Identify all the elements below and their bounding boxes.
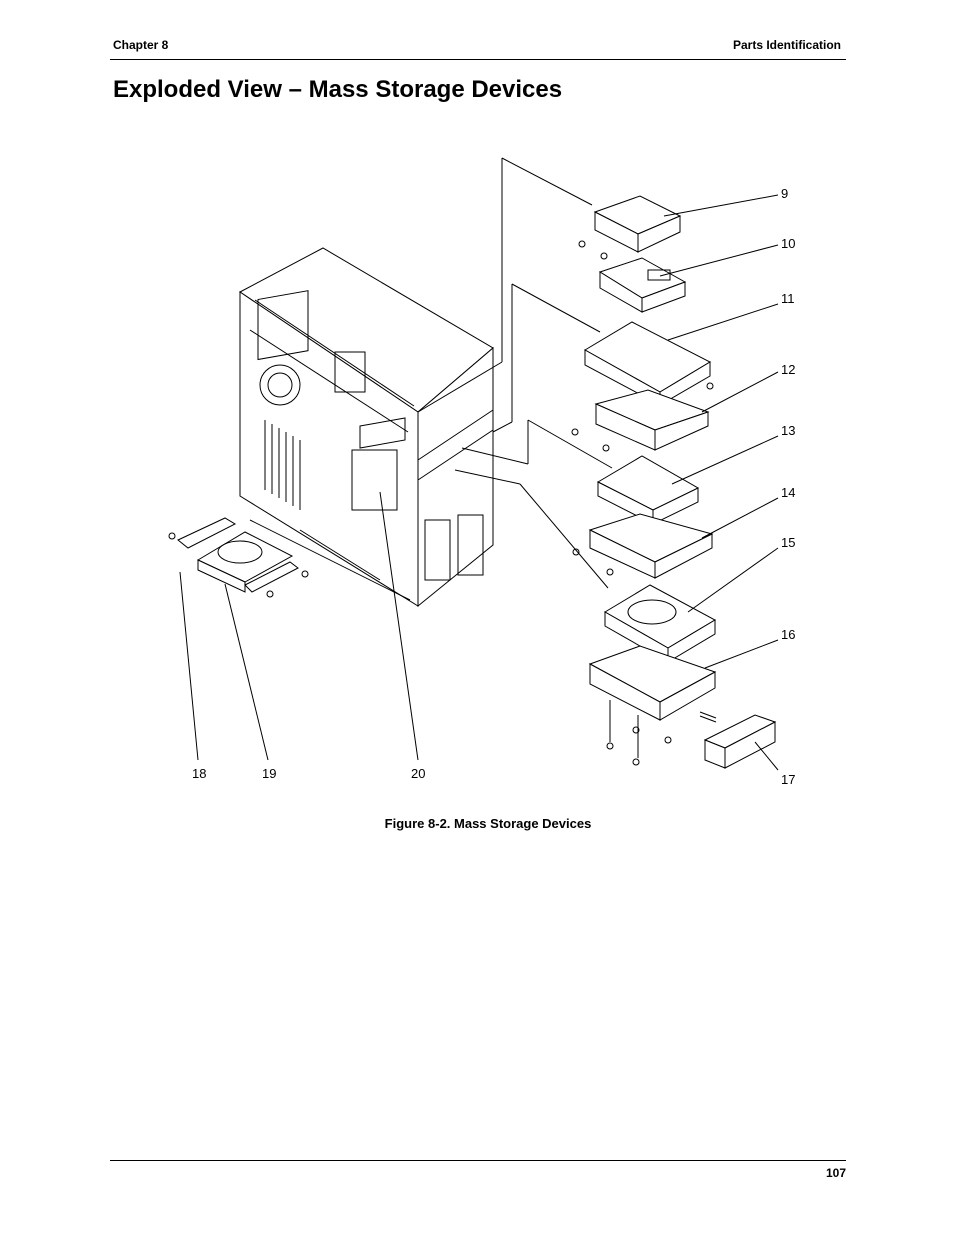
callout-18: 18 [192, 766, 206, 781]
bracket-9-drawing [578, 195, 682, 260]
callout-9: 9 [781, 186, 788, 201]
hard-disk-15-drawing [604, 584, 717, 663]
callout-15: 15 [781, 535, 795, 550]
page-title: Exploded View – Mass Storage Devices [113, 76, 563, 103]
chapter-label: Chapter 8 [113, 38, 169, 52]
bracket-16-drawing [588, 645, 717, 766]
callout-17: 17 [781, 772, 795, 787]
section-label: Parts Identification [732, 38, 841, 52]
drive-13-drawing [596, 455, 700, 525]
floppy-drive-10-drawing [598, 257, 687, 313]
figure-caption: Figure 8-2. Mass Storage Devices [384, 816, 592, 831]
chassis-drawing [239, 247, 494, 608]
page-number: 107 [825, 1166, 846, 1180]
bracket-12-drawing [571, 389, 710, 452]
callout-16: 16 [781, 627, 795, 642]
bezel-17-drawing [699, 711, 777, 769]
hard-disk-assembly-18-19-drawing [168, 517, 309, 598]
callout-13: 13 [781, 423, 795, 438]
callout-labels: 9 10 11 12 13 14 15 16 17 18 19 20 [192, 186, 795, 787]
leader-lines [179, 194, 779, 771]
figure-artwork [168, 157, 779, 771]
callout-11: 11 [781, 291, 795, 306]
callout-20: 20 [411, 766, 425, 781]
callout-10: 10 [781, 236, 795, 251]
optical-drive-11-drawing [584, 321, 714, 406]
exploded-view-figure: 9 10 11 12 13 14 15 16 17 18 19 20 [168, 157, 795, 787]
footer-rule [110, 1160, 846, 1161]
callout-14: 14 [781, 485, 795, 500]
callout-12: 12 [781, 362, 795, 377]
header-rule [110, 59, 846, 60]
bracket-14-drawing [572, 513, 714, 579]
callout-19: 19 [262, 766, 276, 781]
